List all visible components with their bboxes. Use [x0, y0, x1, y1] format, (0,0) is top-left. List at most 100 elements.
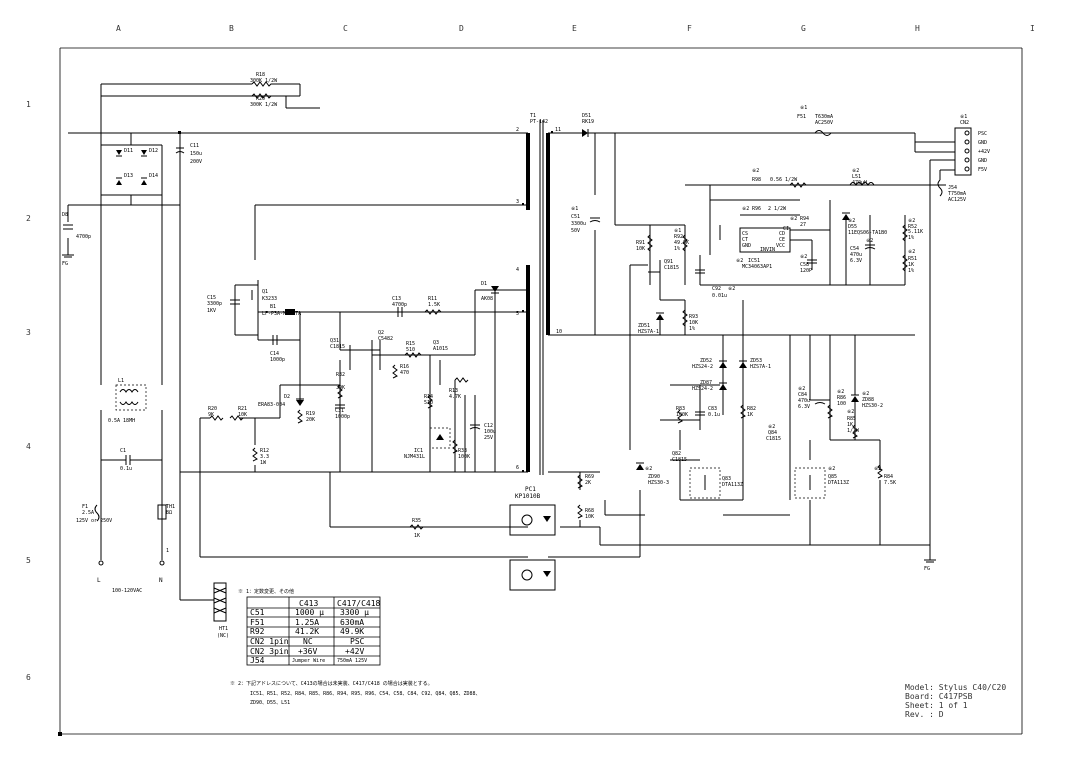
title-model: Model: Stylus C40/C20	[905, 683, 1006, 692]
c92-value: 0.01u	[712, 293, 727, 299]
r92-mark: ※1	[674, 228, 681, 234]
q84-value: C1815	[766, 436, 781, 442]
q82-value: C1815	[672, 457, 687, 463]
r14-ref: R14	[424, 394, 433, 400]
grid-row-1: 1	[26, 100, 31, 109]
r93-ref: R93	[689, 314, 698, 320]
r98-value: 0.56 1/2W	[770, 177, 798, 183]
r19-ref: R19	[306, 411, 315, 417]
d55-mark: ※2	[848, 218, 855, 224]
r92-v2: 1%	[674, 246, 680, 252]
table-r1-c1: 1.25A	[295, 618, 319, 627]
t1-pin11: 11	[555, 127, 561, 133]
c51-v1: 3300u	[571, 221, 586, 227]
ic51-pin-vcc: VCC	[776, 243, 785, 249]
component-labels: R18 300K 1/2W R20 300K 1/2W D11 D12 D13 …	[62, 72, 990, 639]
c14-value: 1000p	[270, 357, 285, 363]
d1-ref: D1	[481, 281, 487, 287]
ic51-pin-cs: CS	[742, 231, 748, 237]
notes: ※ 2：下記アドレスについて、C413の場合は未実装、C417/C418 の場合…	[230, 680, 481, 706]
c83-ref: C83	[708, 406, 717, 412]
c92-mark: ※2	[728, 286, 735, 292]
zd90-ref: ZD90	[648, 474, 660, 480]
ac-range: 100-120VAC	[112, 588, 142, 594]
r52-v2: 1%	[908, 235, 914, 241]
r92-ref: R92	[674, 234, 683, 240]
r96-value: 2 1/2W	[768, 206, 787, 212]
zd52-value: HZS24-2	[692, 364, 713, 370]
r68-ref: R68	[585, 508, 594, 514]
q82-ref: Q82	[672, 451, 681, 457]
c11-v1: 150u	[190, 151, 202, 157]
grid-col-i: I	[1030, 24, 1035, 33]
r51-v1: 1K	[908, 262, 914, 268]
c54-mark: ※2	[866, 238, 873, 244]
r52-mark: ※2	[908, 218, 915, 224]
r32-ref: R32	[336, 372, 345, 378]
d8-value: 4700p	[76, 234, 91, 240]
r91-ref: R91	[636, 240, 645, 246]
d2-value: ERA83-004	[258, 402, 285, 408]
r92-v1: 49.9K	[674, 240, 689, 246]
r15-ref: R15	[406, 341, 415, 347]
table-head-c413: C413	[299, 599, 318, 608]
zd88-ref: ZD88	[862, 397, 874, 403]
table-head-c417: C417/C418	[337, 599, 381, 608]
l51-mark: ※2	[852, 168, 859, 174]
r52-v1: 5.11K	[908, 229, 923, 235]
r84-mark: ※2	[874, 466, 881, 472]
zd53-value: HZS7A-1	[750, 364, 771, 370]
c92-ref: C92	[712, 286, 721, 292]
c51-v2: 50V	[571, 228, 580, 234]
ic51-pin-ci: CI	[783, 226, 789, 232]
zd88-value: HZS30-2	[862, 403, 883, 409]
zd52-ref: ZD52	[700, 358, 712, 364]
j54-v2: AC125V	[948, 197, 966, 203]
c54-v1: 470u	[850, 252, 862, 258]
t1-pin6: 6	[516, 465, 519, 471]
q84-mark: ※2	[768, 424, 775, 430]
th1-ref: TH1	[166, 504, 175, 510]
d1-value: AK08	[481, 296, 493, 302]
r16-value: 470	[400, 370, 409, 376]
l1-value: 0.5A 18MH	[108, 418, 135, 424]
title-rev: Rev. : D	[905, 710, 944, 719]
r98-mark: ※2	[752, 168, 759, 174]
r86-mark: ※2	[837, 389, 844, 395]
title-board: Board: C417PSB	[905, 692, 973, 701]
q31-ref: Q31	[330, 338, 339, 344]
c12-v1: 100u	[484, 429, 496, 435]
ac-pin1: 1	[166, 548, 169, 554]
f1-v2: 125V or 250V	[76, 518, 112, 524]
grid-col-a: A	[116, 24, 121, 33]
zd90-mark: ※2	[645, 466, 652, 472]
c14-ref: C14	[270, 351, 279, 357]
grid-row-3: 3	[26, 328, 31, 337]
pc1-value: KP1010B	[515, 493, 541, 500]
ic51-mark: ※2	[736, 258, 743, 264]
zd51-ref: ZD51	[638, 323, 650, 329]
q1-ref: Q1	[262, 289, 268, 295]
r85-mark: ※2	[847, 409, 854, 415]
q1-value: K3233	[262, 296, 277, 302]
grid-labels: A B C D E F G H I 1 2 3 4 5 6	[26, 24, 1035, 682]
ac-n-label: N	[159, 577, 163, 584]
r33-value: 100K	[458, 454, 470, 460]
c15-v1: 3300p	[207, 301, 222, 307]
r94-ref: R94	[800, 216, 809, 222]
r14-value: 510	[424, 400, 433, 406]
note2-line2: IC51、R51、R52、R84、R85、R86、R94、R95、R96、C54…	[250, 691, 481, 697]
r51-v2: 1%	[908, 268, 914, 274]
table-r4-c2: +42V	[345, 647, 364, 656]
r91-value: 10K	[636, 246, 645, 252]
table-r5-c2: 750mA 125V	[337, 658, 367, 664]
r83-ref: R83	[676, 406, 685, 412]
r18-ref: R18	[256, 72, 265, 78]
d12-ref: D12	[149, 148, 158, 154]
zd51-value: HZS7A-1	[638, 329, 659, 335]
r86-ref: R86	[837, 395, 846, 401]
sheet-border	[58, 47, 1023, 736]
f1-ref: F1	[82, 504, 88, 510]
j54-v1: T750mA	[948, 191, 966, 197]
